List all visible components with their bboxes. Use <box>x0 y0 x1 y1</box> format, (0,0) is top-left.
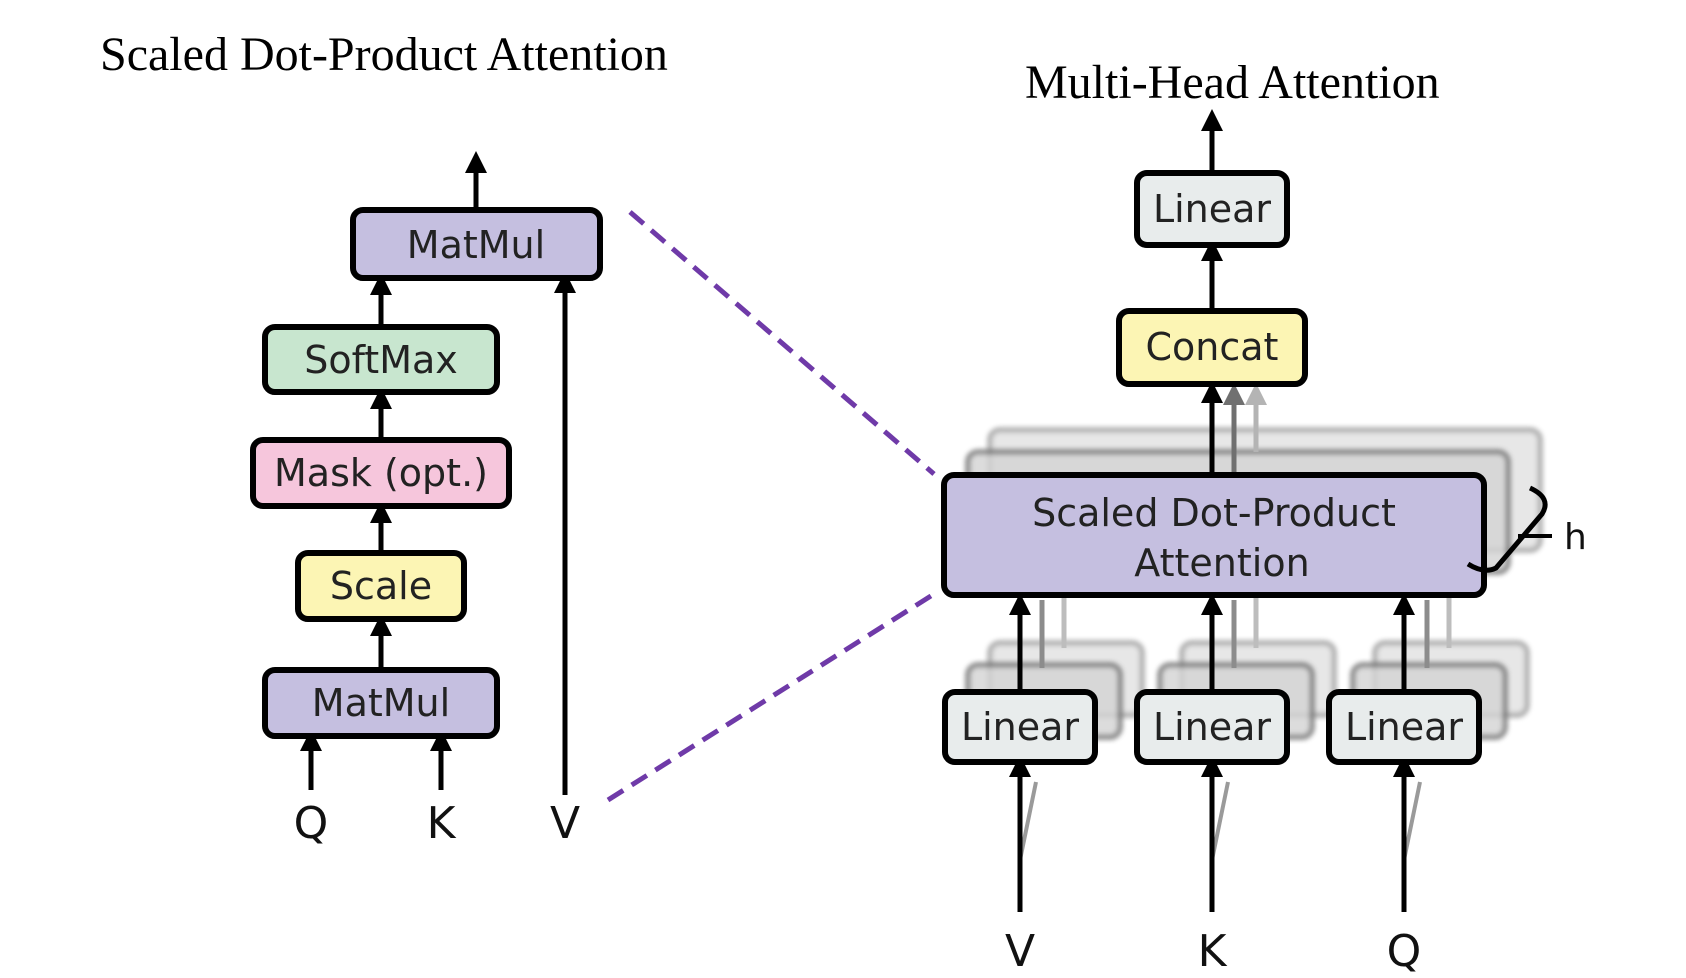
matmul-top-node: MatMul <box>350 207 603 281</box>
right-input-q: Q <box>1387 926 1422 977</box>
svg-text:Mask (opt.): Mask (opt.) <box>274 451 488 495</box>
svg-text:Concat: Concat <box>1146 325 1279 369</box>
linear-v-node: Linear <box>942 689 1098 765</box>
left-input-q: Q <box>294 798 329 849</box>
left-diagram-title: Scaled Dot-Product Attention <box>100 28 668 81</box>
svg-text:Linear: Linear <box>1345 705 1463 749</box>
svg-text:Linear: Linear <box>1153 187 1271 231</box>
heads-bracket <box>1466 485 1548 573</box>
softmax-node: SoftMax <box>262 324 500 395</box>
scaled-dot-product-attention-node: Scaled Dot-Product Attention <box>941 472 1487 598</box>
scaled-dot-product-attention-diagram: MatMul SoftMax Mask (opt.) Scale MatMul … <box>250 150 603 849</box>
svg-text:MatMul: MatMul <box>312 681 450 725</box>
zoom-guide-line-upper <box>628 210 936 476</box>
svg-text:Scaled Dot-Product: Scaled Dot-Product <box>1032 491 1396 535</box>
left-input-k: K <box>427 798 457 849</box>
svg-text:Linear: Linear <box>961 705 1079 749</box>
svg-text:Attention: Attention <box>1134 541 1309 585</box>
right-input-k: K <box>1198 926 1228 977</box>
mask-node: Mask (opt.) <box>250 437 512 509</box>
svg-text:Linear: Linear <box>1153 705 1271 749</box>
matmul-bottom-node: MatMul <box>262 667 500 739</box>
zoom-guide-line-lower <box>606 591 936 803</box>
scale-node: Scale <box>295 550 467 622</box>
right-diagram-title: Multi-Head Attention <box>1025 56 1440 109</box>
concat-node: Concat <box>1116 308 1308 387</box>
linear-k-node: Linear <box>1134 689 1290 765</box>
svg-text:Scale: Scale <box>330 564 432 608</box>
svg-text:SoftMax: SoftMax <box>304 338 458 382</box>
multi-head-attention-diagram: Linear Concat Scaled Dot-Product Attenti… <box>941 108 1587 977</box>
right-input-v: V <box>1005 926 1035 977</box>
left-input-v: V <box>550 798 580 849</box>
heads-count-label: h <box>1564 517 1587 558</box>
linear-q-node: Linear <box>1326 689 1482 765</box>
svg-text:MatMul: MatMul <box>407 223 545 267</box>
ghost-connections <box>1018 590 1452 861</box>
linear-top-node: Linear <box>1134 170 1290 248</box>
